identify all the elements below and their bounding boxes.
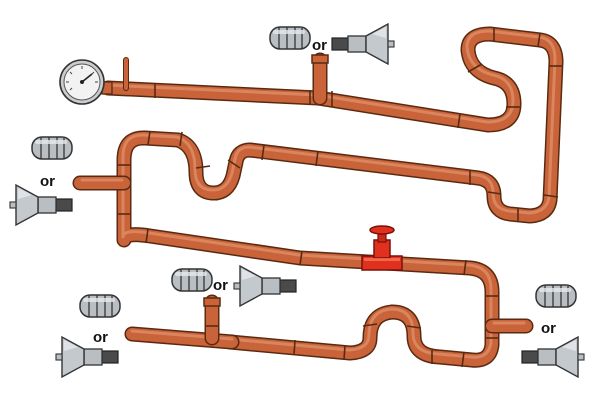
- test-plug-icon: [9, 184, 73, 226]
- pipe-tee-top: [311, 52, 329, 106]
- pressure-gauge-icon: [59, 59, 113, 105]
- pipe-cap-icon: [79, 294, 121, 318]
- pipe-cap-icon: [171, 268, 213, 292]
- or-label: or: [312, 37, 327, 54]
- pipe-run-top: [100, 26, 564, 368]
- fitting-option-left: or: [9, 136, 73, 226]
- test-plug-icon: [521, 336, 585, 378]
- gate-valve-icon: [361, 225, 403, 271]
- fitting-option-bottom-middle: or: [171, 265, 297, 307]
- or-label: or: [213, 277, 228, 294]
- pipe-stub-left: [72, 175, 132, 191]
- pipe-stub-right: [484, 318, 534, 334]
- or-label: or: [541, 320, 556, 337]
- test-plug-icon: [331, 23, 395, 65]
- fitting-option-bottom-left: or: [55, 294, 121, 378]
- pipe-cap-icon: [269, 26, 311, 50]
- fitting-option-right: or: [521, 284, 585, 378]
- fitting-option-top: or: [269, 23, 395, 65]
- or-label: or: [93, 329, 108, 346]
- or-label: or: [40, 173, 55, 190]
- pipe-joints: [117, 27, 563, 368]
- pipe-cap-icon: [31, 136, 73, 160]
- pipe-cap-icon: [535, 284, 577, 308]
- pipe-tee-bottom: [203, 294, 221, 346]
- test-plug-icon: [233, 265, 297, 307]
- test-plug-icon: [55, 336, 119, 378]
